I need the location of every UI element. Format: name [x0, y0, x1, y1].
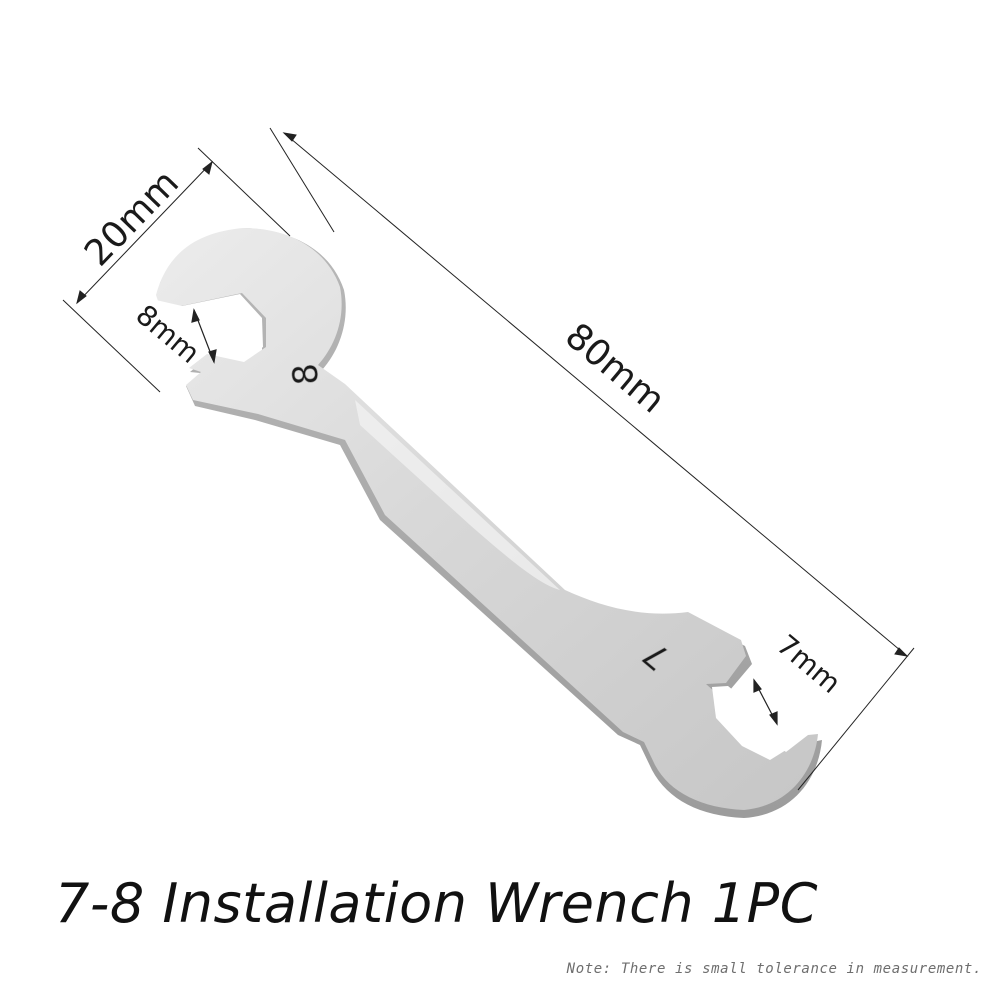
wrench-face — [156, 228, 818, 810]
large-jaw-arrow-bottom — [208, 349, 217, 364]
large-jaw-arrow-top — [191, 308, 200, 323]
length-arrow-end — [894, 647, 909, 657]
length-label: 80mm — [557, 315, 672, 421]
large-jaw-opening — [156, 294, 263, 372]
length-arrow-start — [282, 132, 297, 142]
small-jaw-opening — [712, 686, 786, 760]
head-arrow-start — [76, 290, 87, 305]
head-width-label: 20mm — [77, 162, 187, 274]
head-extension-left — [62, 299, 161, 393]
small-jaw-arrow-top — [753, 678, 762, 693]
wrench-highlight — [355, 400, 560, 590]
wrench — [156, 228, 822, 818]
small-jaw-label: 7mm — [771, 628, 848, 700]
small-jaw-arrow-bottom — [769, 711, 778, 726]
dimension-small-jaw — [753, 678, 778, 726]
head-extension-right — [197, 147, 291, 237]
dimension-length — [269, 127, 915, 791]
dimension-large-jaw — [191, 308, 217, 364]
length-extension-top — [269, 127, 335, 233]
stamp-large-end: 8 — [285, 361, 327, 387]
length-extension-bottom — [797, 647, 915, 791]
head-dimension-line — [76, 161, 213, 304]
head-arrow-end — [202, 160, 213, 175]
product-title: 7-8 Installation Wrench 1PC — [55, 872, 818, 935]
length-dimension-line — [283, 132, 908, 657]
tolerance-note: Note: There is small tolerance in measur… — [566, 961, 982, 977]
dimension-head-width — [62, 147, 291, 393]
stamp-8-label: 8 — [285, 362, 327, 387]
